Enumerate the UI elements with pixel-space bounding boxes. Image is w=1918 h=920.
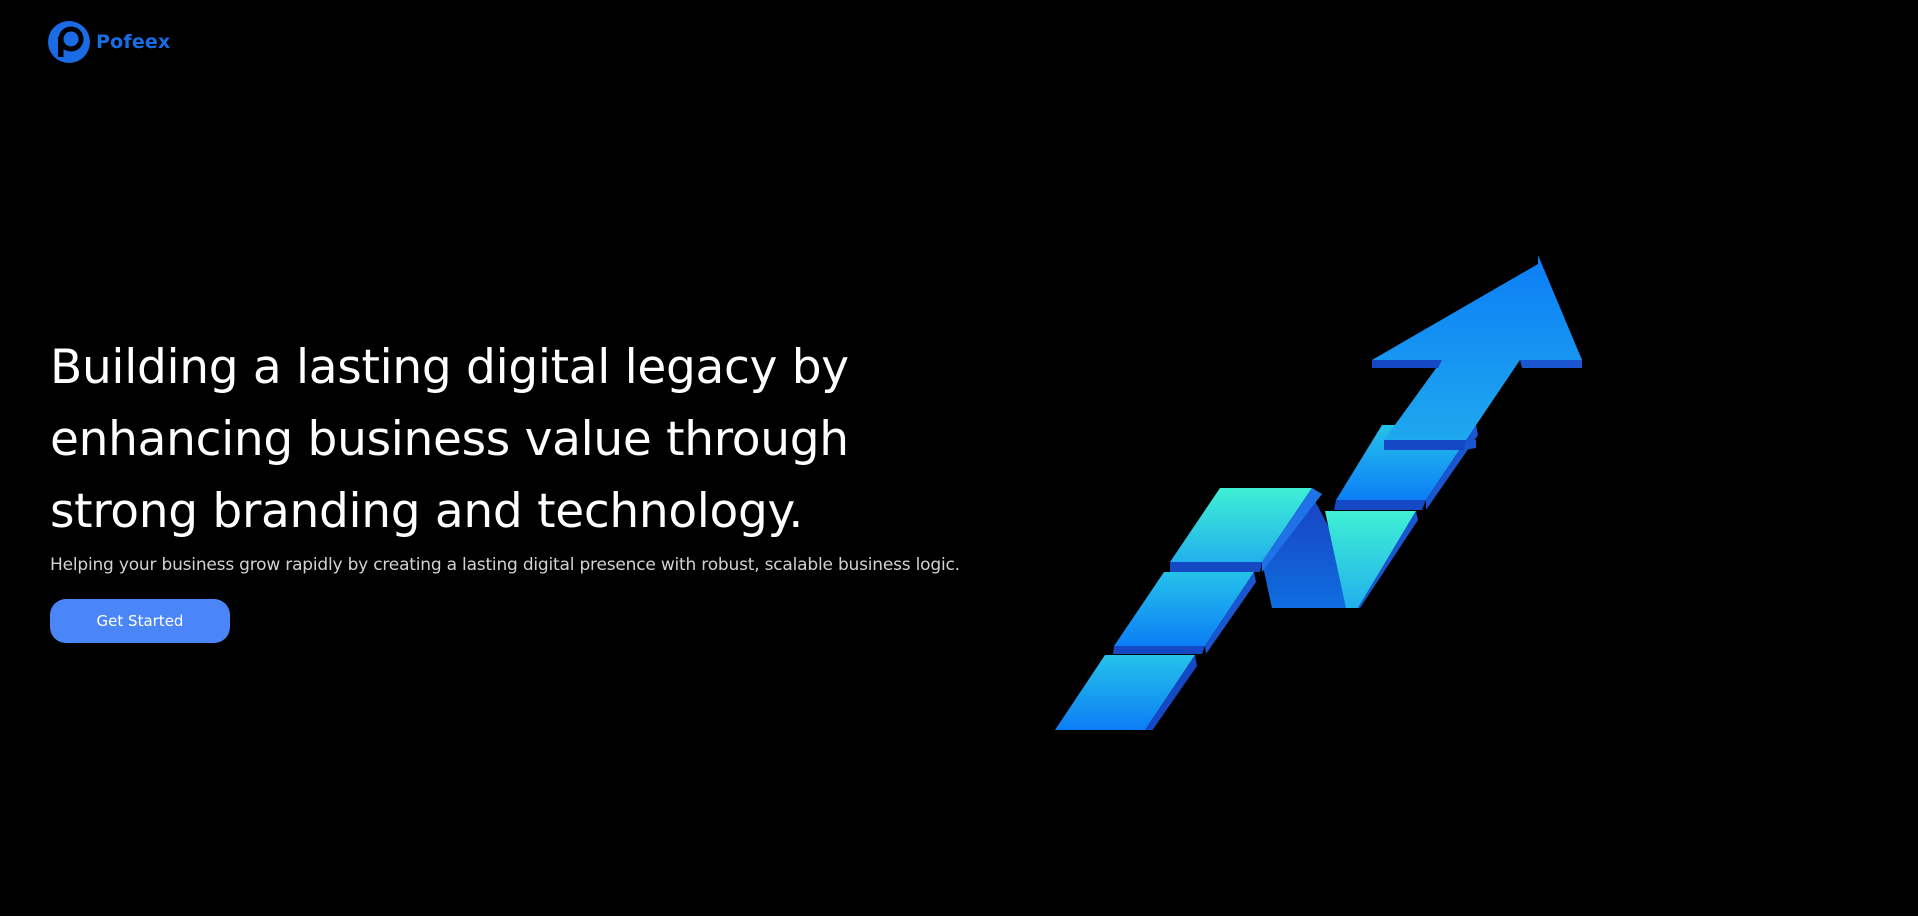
hero-section: Building a lasting digital legacy by enh…: [50, 332, 1010, 643]
get-started-button[interactable]: Get Started: [50, 599, 230, 643]
hero-title: Building a lasting digital legacy by enh…: [50, 340, 849, 539]
growth-staircase-arrow-icon: [1055, 255, 1582, 730]
brand-name: Pofeex: [96, 31, 171, 53]
page-bottom-edge: [0, 916, 1918, 920]
letter-p-logo-icon: [48, 21, 90, 63]
brand-logo-link[interactable]: Pofeex: [47, 20, 170, 64]
hero-subtitle: Helping your business grow rapidly by cr…: [50, 555, 960, 575]
